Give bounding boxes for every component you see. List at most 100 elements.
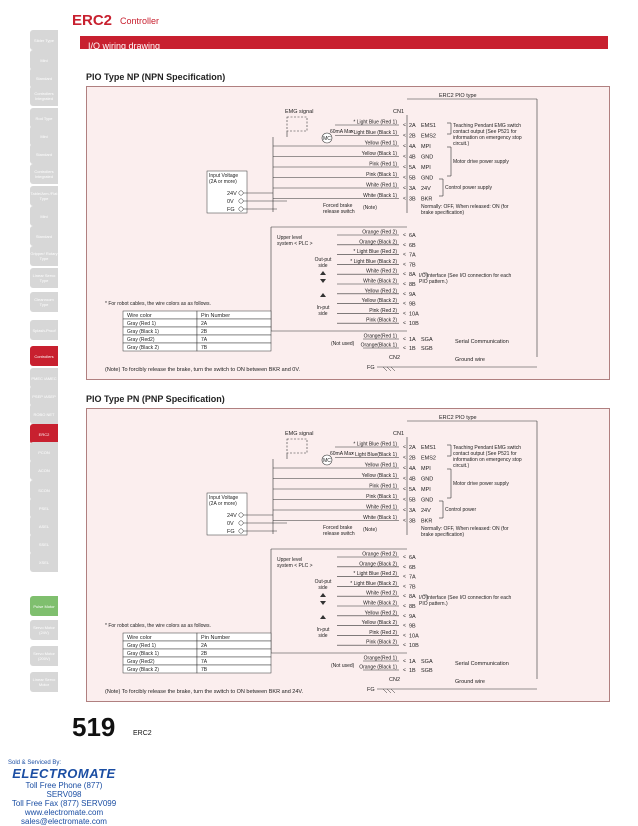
wire-color-label: * Light Blue (Red 1) <box>353 442 397 448</box>
sidebar-tab[interactable]: Servo Motor (24V) <box>30 620 58 640</box>
sidebar-tab[interactable]: SSEL <box>30 534 58 554</box>
plc-label-2: system < PLC > <box>277 241 313 247</box>
table-header: Pin Number <box>201 635 230 641</box>
input-voltage-box <box>206 170 248 214</box>
pin-label: 1B <box>409 668 416 674</box>
mc-label: MC <box>323 136 331 142</box>
wire-color-label: Pink (Black 1) <box>366 494 397 500</box>
pin-label: 7A <box>409 575 416 581</box>
sidebar-tab[interactable]: PSEL <box>30 498 58 518</box>
signal-label: SGA <box>421 337 433 343</box>
sidebar-tab[interactable]: ERC2 <box>30 424 58 444</box>
sidebar-tab[interactable]: Mini <box>30 50 58 70</box>
input-side-label-2: side <box>318 311 327 317</box>
sidebar-tab[interactable]: PCON <box>30 442 58 462</box>
sidebar-tab[interactable]: XSEL <box>30 552 58 572</box>
signal-label: EMS2 <box>421 456 436 462</box>
sidebar-tab[interactable]: Standard <box>30 226 58 246</box>
sidebar-tab[interactable]: Pulse Motor <box>30 596 58 616</box>
sidebar-tab[interactable]: Standard <box>30 68 58 88</box>
sidebar-tab[interactable]: ROBO NET <box>30 404 58 424</box>
wire-color-label: White (Black 1) <box>363 193 397 199</box>
wire-color-label: White (Black 1) <box>363 515 397 521</box>
sidebar-tab[interactable]: Mini <box>30 126 58 146</box>
table-cell-text: Gray (Black 2) <box>127 345 159 351</box>
plc-label: Upper level <box>277 235 302 241</box>
wire-color-label: * Light Blue (Red 2) <box>353 249 397 255</box>
connector-arrow: < <box>403 633 406 639</box>
sidebar-tab[interactable]: PSEP /ASEP <box>30 386 58 406</box>
signal-label: 24V <box>421 186 431 192</box>
motor-drive-label: Motor drive power supply <box>453 481 509 487</box>
sidebar-tab[interactable]: ACON <box>30 460 58 480</box>
sidebar-tab[interactable]: Servo Motor (200V) <box>30 646 58 666</box>
sidebar-tab[interactable]: Linear Servo Type <box>30 268 58 288</box>
robot-cable-note: * For robot cables, the wire colors as a… <box>105 301 211 307</box>
input-voltage-label: Input Voltage(2A or more) <box>209 173 238 185</box>
connector-arrow: < <box>403 242 406 248</box>
connector-arrow: < <box>403 659 406 665</box>
section-header-bar: I/O wiring drawing <box>72 36 608 51</box>
page-number: 519 <box>72 712 116 742</box>
table-cell-text: 7B <box>201 345 208 351</box>
signal-label: MPI <box>421 144 431 150</box>
sidebar-tab[interactable]: ASEL <box>30 516 58 536</box>
connector-arrow: < <box>403 643 406 649</box>
table-cell <box>196 648 272 658</box>
table-cell <box>196 318 272 328</box>
sidebar-tab[interactable]: Standard <box>30 144 58 164</box>
wire-color-label: White (Black 2) <box>363 601 397 607</box>
connector-arrow: < <box>403 154 406 160</box>
pin-label: 2B <box>409 456 416 462</box>
wire-color-label: White (Red 1) <box>366 505 397 511</box>
input-side-label-2: side <box>318 633 327 639</box>
sidebar-tab[interactable]: Cleanroom Type <box>30 292 58 312</box>
v24-label: 24V <box>227 191 237 197</box>
signal-label: MPI <box>421 487 431 493</box>
sidebar-tab[interactable]: Controllers Integrated <box>30 164 58 184</box>
signal-label: SGB <box>421 668 433 674</box>
sidebar-tab[interactable]: Gripper/ Rotary Type <box>30 246 58 266</box>
sidebar-tab[interactable]: PMEC /AMEC <box>30 368 58 388</box>
page-title: ERC2 <box>72 12 113 29</box>
sidebar-tab[interactable]: Controllers <box>30 346 58 366</box>
table-cell-text: 2B <box>201 651 208 657</box>
brand-logo: ELECTROMATE <box>12 766 116 781</box>
sidebar-tab[interactable]: Splash-Proof <box>30 320 58 340</box>
serial-comm-label: Serial Communication <box>455 339 509 345</box>
connector-arrow: < <box>403 508 406 514</box>
sidebar-tab[interactable]: Rod Type <box>30 108 58 128</box>
sidebar-tab[interactable]: Mini <box>30 206 58 226</box>
mc-label: MC <box>323 458 331 464</box>
pin-label: 8B <box>409 282 416 288</box>
signal-label: GND <box>421 498 433 504</box>
email-link[interactable]: sales@electromate.com <box>21 817 107 826</box>
page-subtitle: Controller <box>120 16 160 26</box>
signal-label: MPI <box>421 466 431 472</box>
sidebar-tab[interactable]: Slider Type <box>30 30 58 50</box>
pin-label: 9B <box>409 302 416 308</box>
pin-label: 7B <box>409 262 416 268</box>
pio-type-label: ERC2 PIO type <box>439 415 477 421</box>
sidebar-tab[interactable]: Controllers Integrated <box>30 86 58 106</box>
footer-contact: Sold & Serviced By: ELECTROMATE Toll Fre… <box>8 760 120 826</box>
pin-label: 3A <box>409 186 416 192</box>
signal-label: EMS1 <box>421 123 436 129</box>
sidebar-tab[interactable]: SCON <box>30 480 58 500</box>
output-side-label-2: side <box>318 585 327 591</box>
plc-label-2: system < PLC > <box>277 563 313 569</box>
wire-color-label: Pink (Red 2) <box>369 308 397 314</box>
sidebar-tab[interactable]: Table/Arm /Flat Type <box>30 186 58 206</box>
wire-color-label: Yellow (Black 2) <box>362 298 398 304</box>
website-link[interactable]: www.electromate.com <box>24 808 104 817</box>
v0-label: 0V <box>227 199 234 205</box>
connector-arrow: < <box>403 123 406 129</box>
wire-color-label: * Light Blue (Black 2) <box>350 259 397 265</box>
not-used-label: (Not used) <box>331 663 355 669</box>
wire-color-label: Orange (Black 1) <box>359 665 397 671</box>
sidebar-tab[interactable]: Linear Servo Motor <box>30 672 58 692</box>
pin-label: 10A <box>409 311 419 317</box>
